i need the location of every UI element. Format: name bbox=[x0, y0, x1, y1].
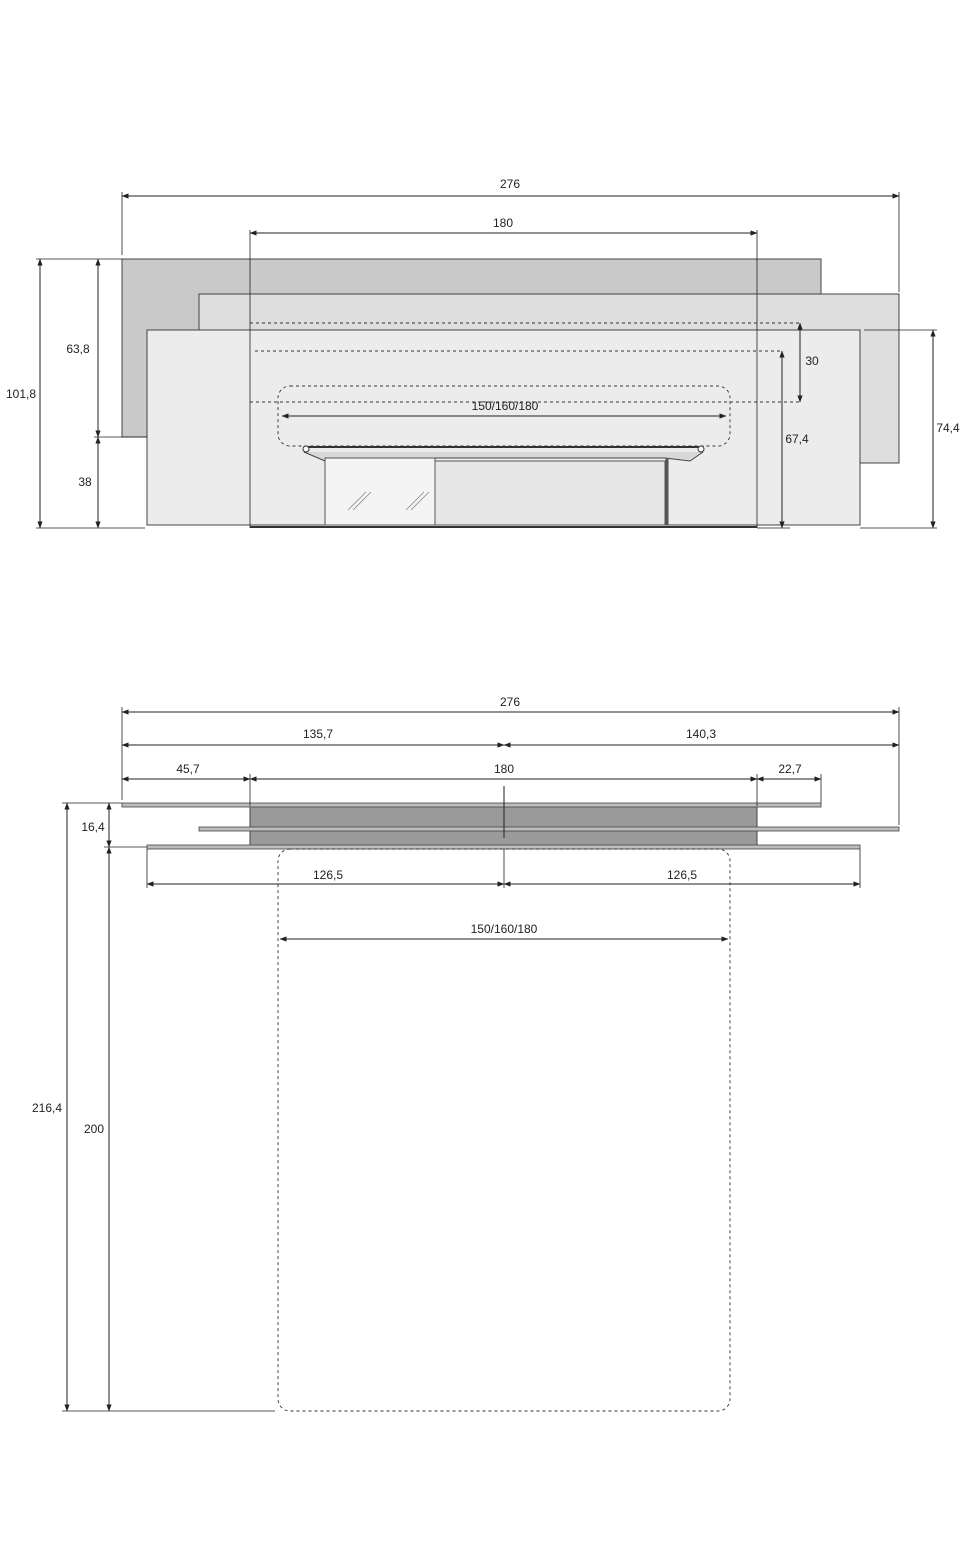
dim-label: 63,8 bbox=[66, 342, 90, 356]
dim-label: 16,4 bbox=[81, 820, 105, 834]
dim-label: 135,7 bbox=[303, 727, 333, 741]
dim-front-upper-height: 63,8 bbox=[66, 258, 147, 438]
dim-label: 101,8 bbox=[6, 387, 36, 401]
dim-top-depth-panels: 16,4 bbox=[62, 802, 147, 848]
top-view: 276 135,7 140,3 45,7 180 22,7 bbox=[32, 695, 900, 1412]
dim-label: 30 bbox=[805, 354, 819, 368]
dim-front-right-height: 74,4 bbox=[860, 329, 960, 529]
dim-label: 150/160/180 bbox=[472, 399, 539, 413]
front-view: 276 180 101,8 63,8 38 150/160/180 30 bbox=[6, 177, 960, 529]
dim-label: 126,5 bbox=[667, 868, 697, 882]
dim-front-lower-height: 38 bbox=[78, 436, 101, 529]
dim-top-center-width: 180 bbox=[249, 762, 758, 806]
dim-top-total-depth: 216,4 bbox=[32, 802, 275, 1412]
dim-label: 74,4 bbox=[936, 421, 960, 435]
dim-label: 150/160/180 bbox=[471, 922, 538, 936]
dim-top-bed-length: 200 bbox=[84, 846, 112, 1412]
front-panel bbox=[146, 329, 861, 526]
dim-front-total-height: 101,8 bbox=[6, 258, 145, 529]
dim-front-mattress-width: 150/160/180 bbox=[281, 399, 727, 419]
headboard-outline bbox=[249, 230, 800, 528]
mattress-plan-outline bbox=[277, 848, 731, 1412]
dim-front-headboard-width: 180 bbox=[249, 216, 758, 236]
dim-label: 22,7 bbox=[778, 762, 802, 776]
glass-reflection bbox=[347, 491, 430, 511]
dim-top-right-wing: 22,7 bbox=[756, 762, 822, 803]
dim-label: 180 bbox=[493, 216, 513, 230]
dim-label: 216,4 bbox=[32, 1101, 62, 1115]
dim-label: 180 bbox=[494, 762, 514, 776]
dim-label: 126,5 bbox=[313, 868, 343, 882]
dim-label: 276 bbox=[500, 177, 520, 191]
dim-label: 140,3 bbox=[686, 727, 716, 741]
dim-label: 67,4 bbox=[785, 432, 809, 446]
dim-top-right-half: 126,5 bbox=[503, 849, 861, 888]
dim-top-mattress-width: 150/160/180 bbox=[279, 922, 729, 942]
dim-front-total-width: 276 bbox=[121, 177, 900, 292]
dim-top-left-half: 126,5 bbox=[146, 849, 505, 888]
front-panel-plan bbox=[146, 844, 861, 850]
dim-top-left-width: 135,7 bbox=[121, 727, 505, 748]
dim-front-recess-height: 30 bbox=[797, 322, 819, 403]
dim-label: 45,7 bbox=[176, 762, 200, 776]
base-block bbox=[434, 460, 666, 526]
dim-top-left-wing: 45,7 bbox=[121, 762, 251, 806]
dim-label: 38 bbox=[78, 475, 92, 489]
dim-top-total-width: 276 bbox=[121, 695, 900, 825]
dim-label: 276 bbox=[500, 695, 520, 709]
dim-front-bed-height: 67,4 bbox=[757, 350, 809, 529]
middle-panel-plan bbox=[198, 826, 900, 832]
glass-base bbox=[324, 457, 436, 526]
back-panel-plan bbox=[121, 802, 822, 808]
dim-label: 200 bbox=[84, 1122, 104, 1136]
dim-top-right-width: 140,3 bbox=[503, 727, 900, 748]
